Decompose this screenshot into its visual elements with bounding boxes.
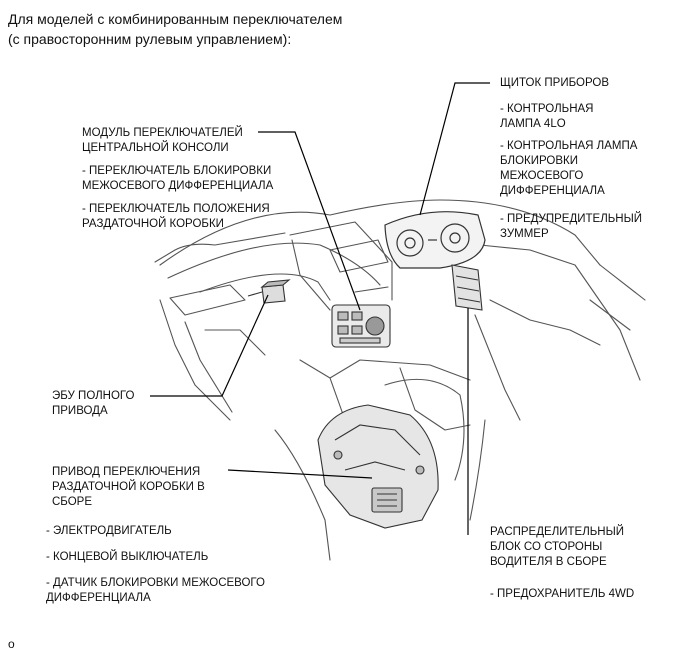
4wd-ecu-label: ЭБУ ПОЛНОГО ПРИВОДА — [52, 390, 135, 417]
title-line-2: (с правосторонним рулевым управлением): — [8, 31, 292, 47]
warning-buzzer-label: - ПРЕДУПРЕДИТЕЛЬНЫЙ ЗУММЕР — [500, 213, 643, 240]
title-line-1: Для моделей с комбинированным переключат… — [8, 11, 343, 27]
figure-code: o — [8, 637, 15, 651]
diff-lock-sensor-label: - ДАТЧИК БЛОКИРОВКИ МЕЖОСЕВОГО ДИФФЕРЕНЦ… — [46, 577, 265, 604]
electric-motor-label: - ЭЛЕКТРОДВИГАТЕЛЬ — [46, 525, 172, 537]
instrument-panel-label: ЩИТОК ПРИБОРОВ — [500, 77, 609, 89]
4wd-fuse-label: - ПРЕДОХРАНИТЕЛЬ 4WD — [490, 588, 635, 600]
console-switch-module-label: МОДУЛЬ ПЕРЕКЛЮЧАТЕЛЕЙ ЦЕНТРАЛЬНОЙ КОНСОЛ… — [82, 127, 243, 154]
driver-junction-block-label: РАСПРЕДЕЛИТЕЛЬНЫЙ БЛОК СО СТОРОНЫ ВОДИТЕ… — [490, 526, 625, 568]
transfer-actuator-label: ПРИВОД ПЕРЕКЛЮЧЕНИЯ РАЗДАТОЧНОЙ КОРОБКИ … — [52, 466, 205, 508]
4lo-indicator-label: - КОНТРОЛЬНАЯ ЛАМПА 4LO — [500, 103, 594, 130]
center-diff-lock-switch-label: - ПЕРЕКЛЮЧАТЕЛЬ БЛОКИРОВКИ МЕЖОСЕВОГО ДИ… — [82, 165, 274, 192]
diff-lock-indicator-label: - КОНТРОЛЬНАЯ ЛАМПА БЛОКИРОВКИ МЕЖОСЕВОГ… — [500, 140, 638, 197]
transfer-position-switch-label: - ПЕРЕКЛЮЧАТЕЛЬ ПОЛОЖЕНИЯ РАЗДАТОЧНОЙ КО… — [82, 203, 270, 230]
limit-switch-label: - КОНЦЕВОЙ ВЫКЛЮЧАТЕЛЬ — [46, 551, 209, 563]
